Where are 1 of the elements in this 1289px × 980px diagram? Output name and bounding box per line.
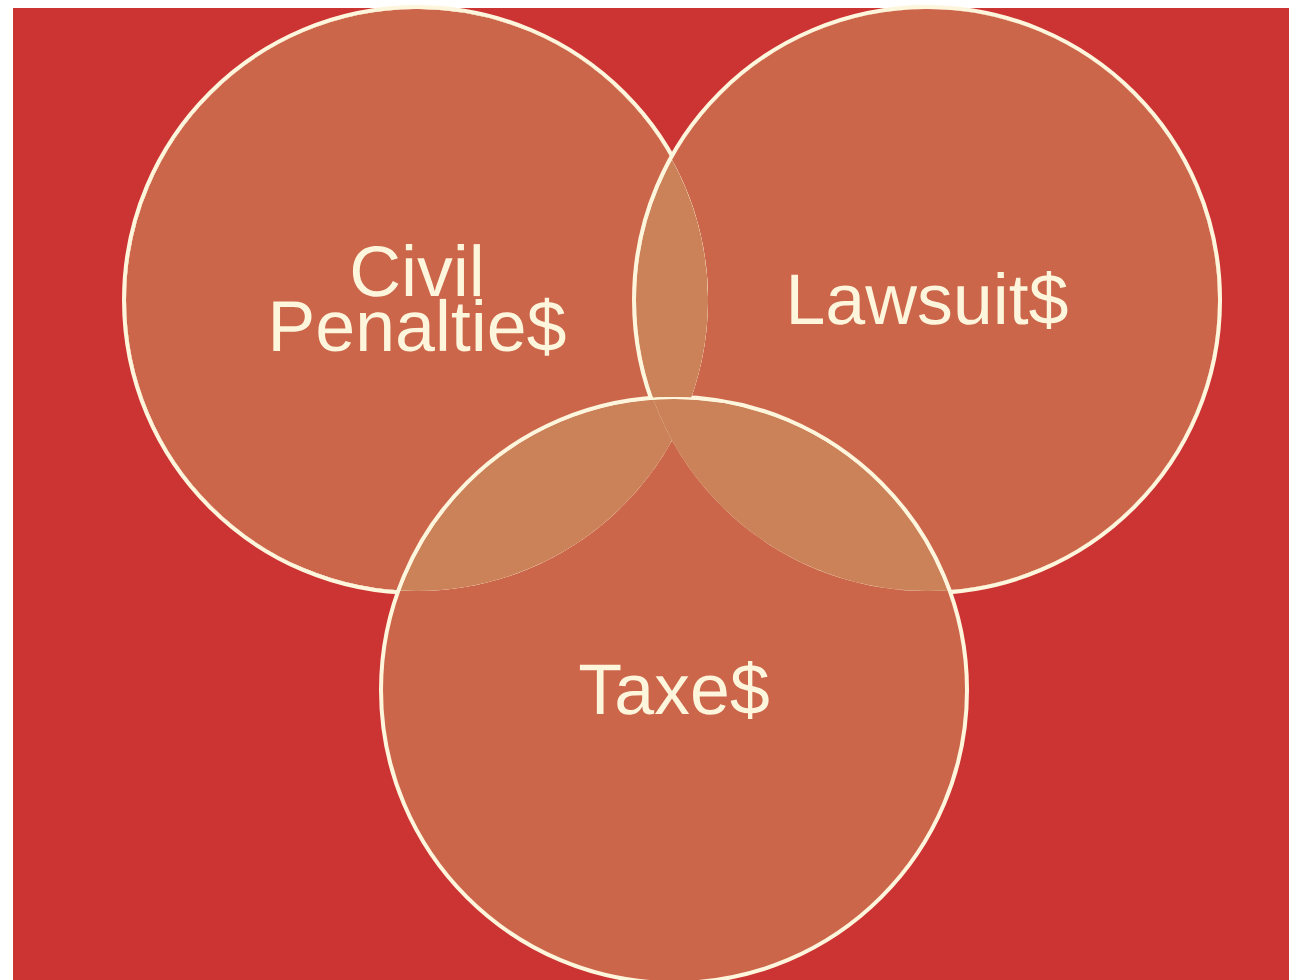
- node-label: Taxe$: [579, 660, 769, 720]
